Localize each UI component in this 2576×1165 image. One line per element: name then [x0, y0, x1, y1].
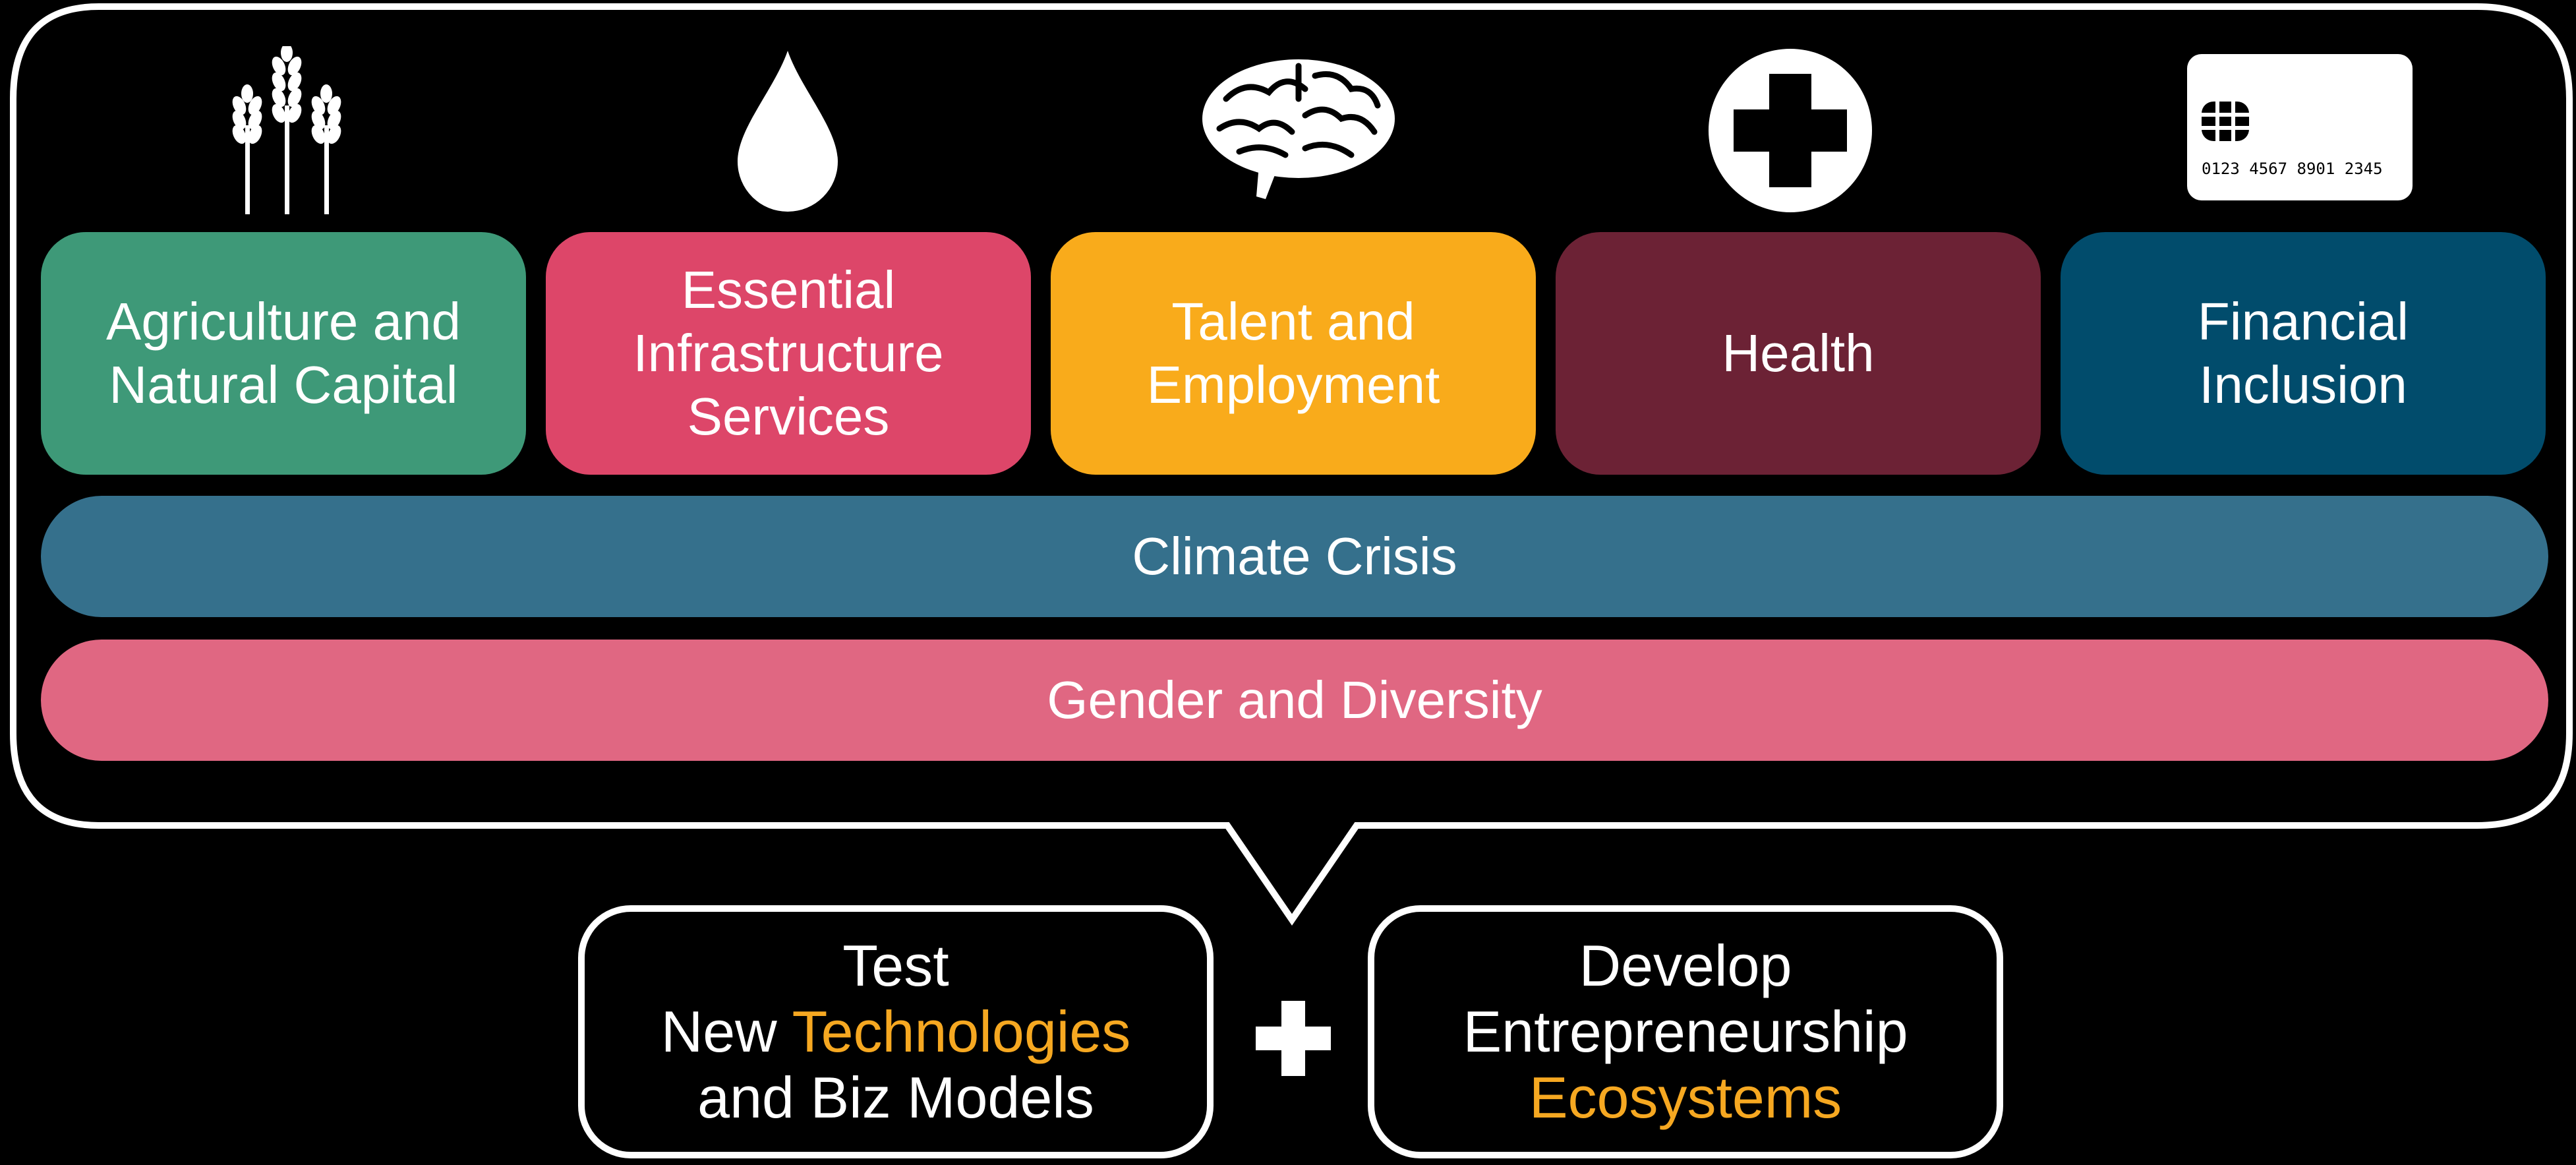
sector-label: Financial Inclusion [2197, 292, 2409, 414]
highlight-text: Ecosystems [1529, 1065, 1842, 1130]
sector-label: Essential Infrastructure Services [633, 260, 944, 446]
brain-icon [1202, 59, 1395, 199]
band-climate-crisis: Climate Crisis [41, 496, 2548, 617]
wheat-icon [232, 46, 341, 214]
sector-label: Agriculture and Natural Capital [105, 292, 461, 414]
credit-card-icon: 0123 4567 8901 2345 [2187, 54, 2413, 200]
sector-health: Health [1556, 232, 2041, 475]
box-text: New [660, 999, 792, 1064]
sector-infrastructure: Essential Infrastructure Services [546, 232, 1031, 475]
sector-financial-inclusion: Financial Inclusion [2061, 232, 2546, 475]
band-label: Gender and Diversity [1047, 671, 1542, 729]
sector-label: Health [1722, 324, 1875, 382]
band-gender-diversity: Gender and Diversity [41, 640, 2548, 761]
box-line: Entrepreneurship [1463, 999, 1908, 1064]
band-label: Climate Crisis [1132, 527, 1457, 585]
box-line: Test [842, 933, 949, 998]
box-line: Develop [1579, 933, 1792, 998]
test-technologies-box: Test New Technologies and Biz Models [578, 905, 1214, 1158]
card-number: 0123 4567 8901 2345 [2202, 160, 2383, 178]
water-drop-icon [738, 51, 838, 212]
medical-cross-icon [1709, 49, 1872, 212]
box-line: and Biz Models [697, 1065, 1094, 1130]
sector-agriculture: Agriculture and Natural Capital [41, 232, 526, 475]
box-line: New Technologies [661, 999, 1131, 1065]
plus-icon [1256, 1001, 1331, 1076]
sector-talent: Talent and Employment [1051, 232, 1536, 475]
develop-ecosystems-box: Develop Entrepreneurship Ecosystems [1368, 905, 2003, 1158]
highlight-text: Technologies [792, 999, 1131, 1064]
sector-label: Talent and Employment [1146, 292, 1440, 414]
